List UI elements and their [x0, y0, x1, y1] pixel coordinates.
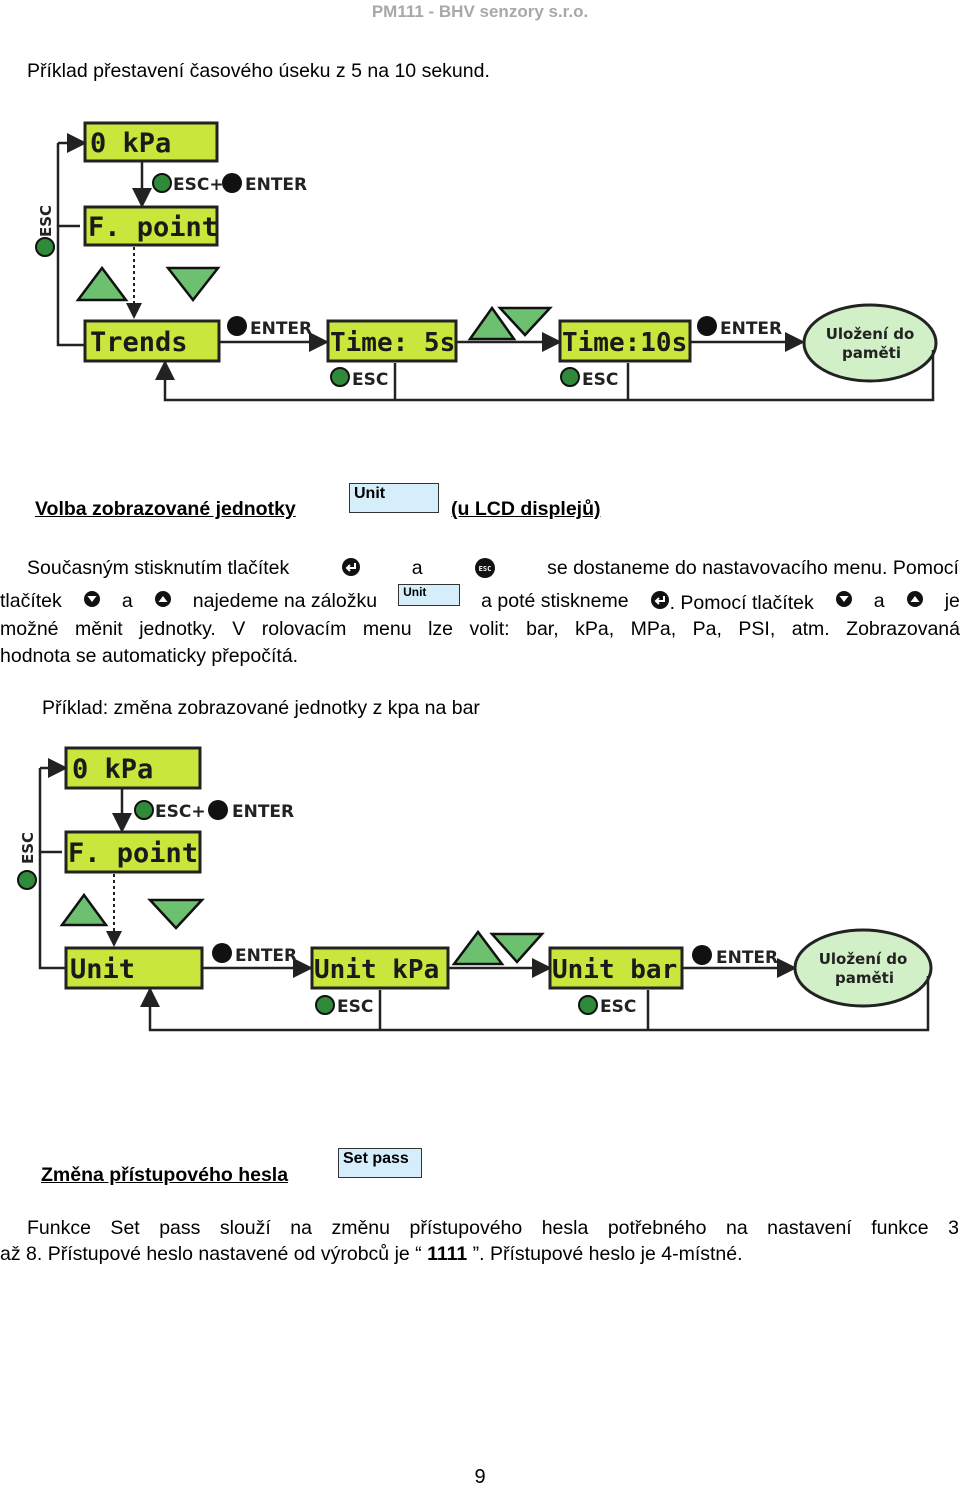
- unit-heading: Volba zobrazované jednotky: [35, 498, 296, 520]
- lcd-kpa-2-text: 0 kPa: [72, 754, 153, 785]
- lcd-unit-bar-text: Unit bar: [552, 955, 677, 985]
- svg-text:ESC: ESC: [479, 565, 492, 573]
- up-arrow-icon-2: [467, 305, 517, 341]
- enter-label-b3: ENTER: [716, 948, 778, 968]
- lcd-kpa-text: 0 kPa: [90, 128, 171, 159]
- enter-icon: [341, 557, 361, 585]
- save-line2: paměti: [842, 344, 901, 362]
- down-icon-2: [835, 590, 853, 616]
- pass-heading: Změna přístupového hesla: [41, 1164, 289, 1186]
- unit-paragraph-line4: hodnota se automaticky přepočítá.: [0, 645, 299, 667]
- down-arrow-icon: [165, 266, 221, 303]
- unit-heading-suffix: (u LCD displejů): [451, 498, 601, 520]
- esc-icon: ESC: [474, 557, 496, 585]
- page-number: 9: [474, 1466, 486, 1488]
- set-pass-box-label: Set pass: [338, 1148, 422, 1178]
- lcd-time5: [326, 319, 458, 363]
- save2-line2: paměti: [835, 969, 894, 987]
- enter-label: ENTER: [245, 175, 307, 195]
- esc-label-2: ESC: [352, 370, 388, 390]
- esc-plus-label-2: ESC+: [155, 802, 206, 822]
- up-icon-2: [906, 590, 924, 616]
- enter-button-icon-3: [697, 316, 717, 336]
- pass-paragraph-line1: Funkce Set pass slouží na změnu přístupo…: [27, 1217, 959, 1239]
- lcd-unit-text: Unit: [70, 954, 135, 985]
- unit-paragraph-line2: tlačítek a najedeme na záložku Unit a po…: [0, 584, 960, 616]
- enter-label-3: ENTER: [720, 319, 782, 339]
- lcd-time10-text: Time:10s: [562, 328, 687, 358]
- up-arrow-icon-b: [59, 892, 109, 927]
- lcd-fpoint-text: F. point: [88, 212, 218, 243]
- enter-label-b1: ENTER: [232, 802, 294, 822]
- lcd-time10: [558, 319, 692, 363]
- down-arrow-icon-2: [497, 306, 553, 337]
- down-arrow-icon-b: [147, 898, 205, 930]
- unit-change-diagram: 0 kPa ESC+ ENTER F. point ESC Unit ENTER…: [17, 746, 933, 1032]
- up-icon: [154, 590, 172, 616]
- unit-tab-label: Unit: [398, 584, 461, 606]
- esc-button-icon-3: [560, 367, 580, 387]
- unit-box-label: Unit: [349, 483, 439, 513]
- enter-button-icon-2: [227, 316, 247, 336]
- time-setting-diagram: 0 kPa ESC+ ENTER F. point ESC Trends ENT…: [35, 121, 938, 402]
- lcd-fpoint: [83, 205, 219, 247]
- save2-line1: Uložení do: [819, 950, 908, 968]
- lcd-unit-kpa: [310, 946, 450, 990]
- up-arrow-icon-b2: [451, 929, 505, 966]
- esc-label-b2: ESC: [337, 997, 373, 1017]
- lcd-trends-text: Trends: [90, 327, 188, 358]
- lcd-time5-text: Time: 5s: [330, 328, 455, 358]
- save-to-memory-bubble-2: [793, 928, 933, 1008]
- esc-button-icon-2: [330, 367, 350, 387]
- lcd-trends: [83, 319, 221, 363]
- esc-label-b3: ESC: [600, 997, 636, 1017]
- enter-button-icon: [222, 173, 242, 193]
- enter-icon-2: [650, 590, 670, 616]
- esc-side-label-2: ESC: [19, 832, 37, 864]
- enter-button-icon-b3: [692, 945, 712, 965]
- save-line1: Uložení do: [826, 325, 915, 343]
- enter-label-2: ENTER: [250, 319, 312, 339]
- lcd-unit: [64, 946, 204, 990]
- esc-button-icon-b2: [315, 995, 335, 1015]
- esc-button-icon: [152, 173, 172, 193]
- save-to-memory-bubble: [802, 303, 938, 383]
- esc-button-icon-b3: [578, 995, 598, 1015]
- unit-example-caption: Příklad: změna zobrazované jednotky z kp…: [42, 697, 480, 719]
- esc-label-3: ESC: [582, 370, 618, 390]
- page-header: PM111 - BHV senzory s.r.o.: [371, 2, 589, 21]
- lcd-kpa-2: [64, 746, 202, 790]
- enter-button-icon-b2: [212, 943, 232, 963]
- lcd-unit-bar: [548, 946, 684, 990]
- down-arrow-icon-b2: [489, 932, 545, 964]
- lcd-unit-kpa-text: Unit kPa: [314, 955, 439, 985]
- example1-caption: Příklad přestavení časového úseku z 5 na…: [27, 60, 490, 82]
- unit-paragraph-line1: Současným stisknutím tlačítek a ESC se d…: [27, 557, 959, 585]
- esc-side-label: ESC: [37, 205, 55, 237]
- enter-button-icon-b1: [208, 800, 228, 820]
- esc-plus-label: ESC+: [173, 175, 224, 195]
- lcd-fpoint-2: [64, 830, 202, 874]
- esc-side-icon-2: [17, 870, 37, 890]
- down-icon: [83, 590, 101, 616]
- esc-side-icon: [35, 237, 55, 257]
- up-arrow-icon: [75, 265, 129, 302]
- default-password: 1111: [421, 1243, 473, 1265]
- pass-paragraph-line2: až 8. Přístupové heslo nastavené od výro…: [0, 1243, 743, 1265]
- esc-button-icon-b1: [134, 800, 154, 820]
- enter-label-b2: ENTER: [235, 946, 297, 966]
- unit-paragraph-line3: možné měnit jednotky. V rolovacím menu l…: [0, 618, 960, 640]
- lcd-fpoint-2-text: F. point: [68, 838, 198, 869]
